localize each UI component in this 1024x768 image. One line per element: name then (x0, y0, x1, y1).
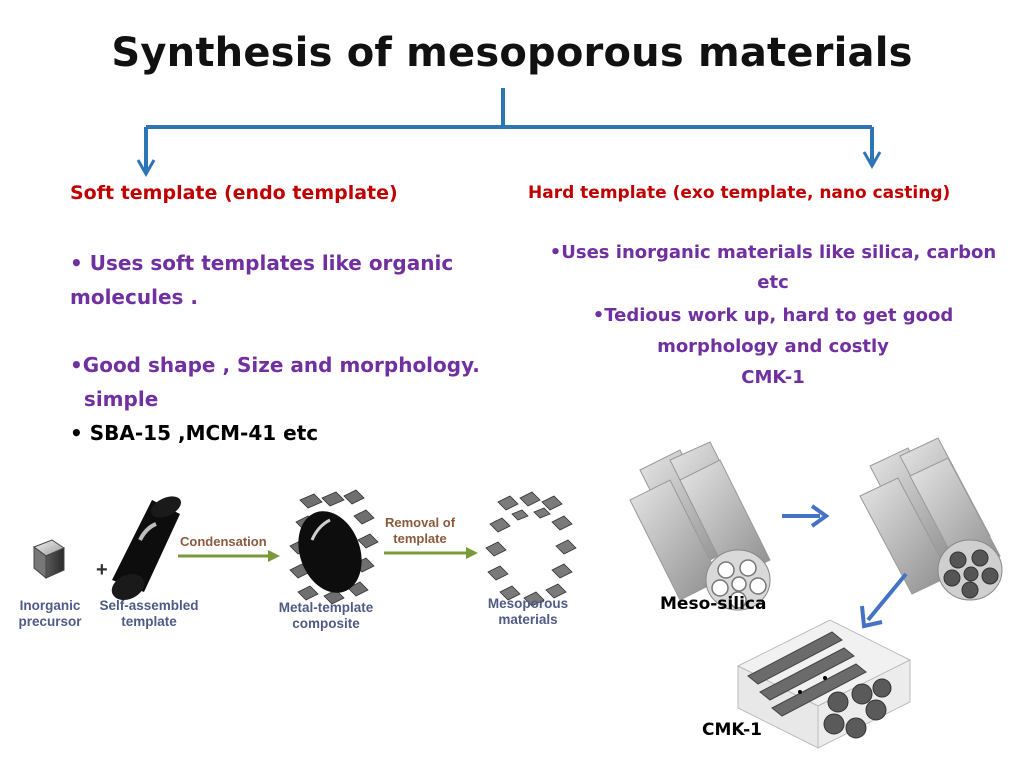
label-mesoporous-materials: Mesoporous materials (487, 596, 569, 627)
step-removal-label-line-2: template (393, 531, 446, 546)
soft-bullet-1-line-2: molecules . (70, 285, 198, 309)
label-precursor: Inorganic precursor (18, 598, 82, 629)
arrow-right-icon (810, 504, 830, 528)
hard-template-heading: Hard template (exo template, nano castin… (528, 183, 951, 203)
hard-bullet-2-line-3: CMK-1 (741, 367, 805, 388)
soft-bullet-1-line-1: • Uses soft templates like organic (70, 251, 454, 275)
step-condensation-label: Condensation (180, 534, 267, 549)
meso-silica-caption: Meso-silica (660, 594, 767, 614)
arrow-diagonal-icon (860, 605, 883, 629)
soft-template-process-figure: + Condensation Removal of template (32, 489, 577, 607)
soft-bullet-2-line-2: simple (70, 387, 159, 411)
hard-bullet-1-line-1: •Uses inorganic materials like silica, c… (549, 242, 997, 263)
hard-bullet-1-line-2: etc (757, 272, 789, 293)
filled-silica-bundle-icon (859, 437, 1003, 601)
hard-template-figure (629, 437, 1003, 749)
soft-bullet-3: • SBA-15 ,MCM-41 etc (70, 421, 319, 445)
cmk1-rod-bundle-icon (736, 619, 912, 749)
soft-bullet-2-line-1: •Good shape , Size and morphology. (70, 353, 480, 377)
arrow-down-left-icon (136, 159, 156, 178)
tree-connector (136, 88, 882, 178)
soft-template-heading: Soft template (endo template) (70, 182, 398, 204)
step-removal-label-line-1: Removal of (385, 515, 456, 530)
template-cylinder-icon (111, 496, 181, 601)
arrow-removal-head-icon (466, 547, 478, 559)
label-self-assembled-template: Self-assembled template (99, 598, 199, 629)
meso-silica-bundle-icon (629, 441, 771, 611)
arrow-condensation-head-icon (268, 550, 280, 562)
hard-bullet-2-line-2: morphology and costly (657, 336, 889, 357)
label-metal-template-composite: Metal-template composite (278, 600, 374, 631)
page-title: Synthesis of mesoporous materials (111, 30, 913, 76)
precursor-cube-icon (32, 539, 66, 580)
composite-icon (289, 489, 379, 605)
arrow-down-right-icon (862, 151, 882, 170)
arrow-diagonal-line (866, 572, 908, 622)
cmk1-caption: CMK-1 (702, 720, 762, 740)
mesoporous-ring-icon (485, 491, 577, 607)
plus-sign: + (96, 559, 108, 581)
hard-bullet-2-line-1: •Tedious work up, hard to get good (592, 305, 954, 326)
